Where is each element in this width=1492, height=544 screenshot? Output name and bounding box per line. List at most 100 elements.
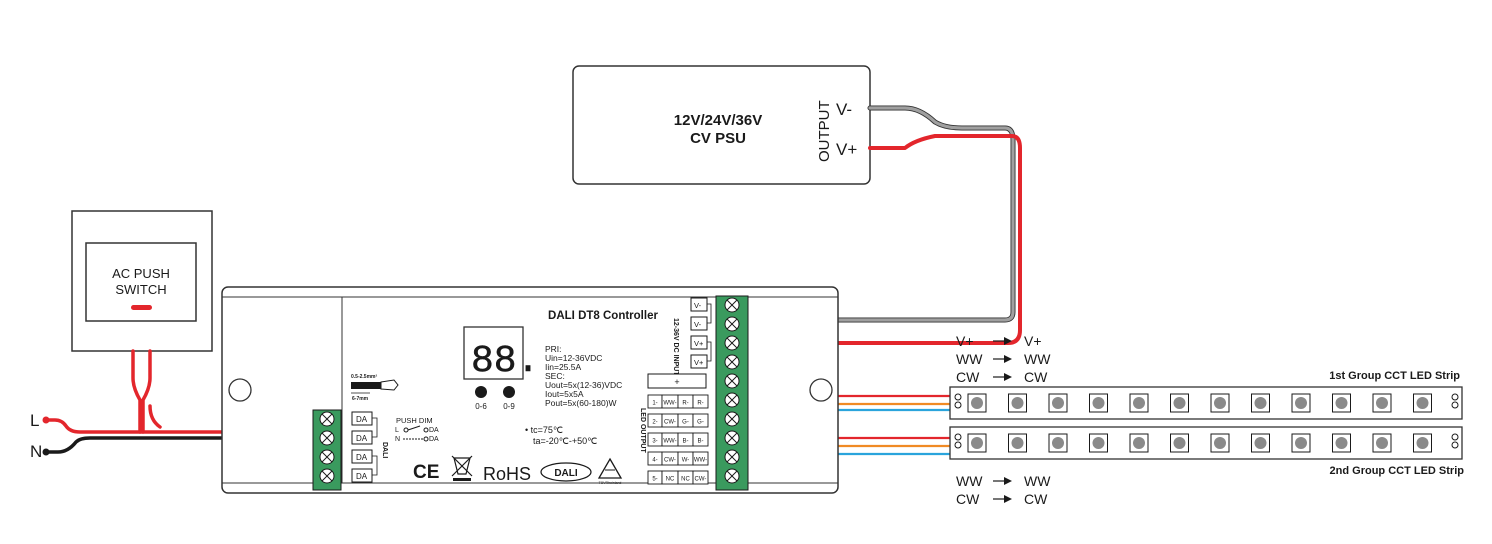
- strip1-leds: [954, 393, 1459, 413]
- psu-output-label: OUTPUT: [816, 100, 833, 162]
- map-from-label: CW: [956, 491, 980, 507]
- plus-terminal-label: [647, 373, 707, 389]
- map-from-label: WW: [956, 351, 983, 367]
- segment-display: [463, 326, 524, 380]
- ac-push-switch: AC PUSH SWITCH: [71, 210, 213, 352]
- output-cell-label: 3-: [652, 439, 657, 445]
- output-cell: [692, 394, 709, 409]
- output-cell-label: R-: [697, 401, 703, 407]
- tuv-text: TÜVRheinland: [599, 481, 622, 485]
- mains-input: L N: [30, 411, 50, 461]
- push-dim-l: L: [395, 427, 399, 434]
- dc-term-label: V-: [694, 320, 702, 329]
- strip-pad: [954, 393, 962, 401]
- output-cell-label: 2-: [652, 420, 657, 426]
- output-cell-label: 4-: [652, 458, 657, 464]
- knob-0-9[interactable]: [503, 386, 515, 398]
- led-lens: [1011, 437, 1024, 449]
- output-cell-label: R-: [682, 401, 688, 407]
- mount-slot-right: [809, 378, 833, 402]
- ce-mark: CE: [413, 462, 439, 483]
- knob-0-6[interactable]: [475, 386, 487, 398]
- spec-line: SEC:: [545, 371, 565, 381]
- led-output-table: 1-WW-R-R-2-CW-G-G-3-WW-B-B-4-CW-W-WW-5-N…: [647, 394, 709, 485]
- strip-length-label: 6-7mm: [352, 396, 369, 402]
- arrow-icon: [993, 477, 1012, 485]
- arrow-icon: [993, 337, 1012, 345]
- wire-gauge-label: 0.5-2.5mm²: [351, 374, 377, 380]
- output-cell-label: B-: [698, 439, 704, 445]
- push-dim-n: N: [395, 436, 400, 443]
- strip-pad: [1451, 401, 1459, 409]
- map-from-label: CW: [956, 369, 980, 385]
- led-strip-2: 2nd Group CCT LED Strip: [949, 426, 1465, 477]
- led-lens: [971, 397, 983, 409]
- led-lens: [971, 437, 983, 449]
- output-cell: [692, 470, 709, 485]
- spec-block: PRI: Uin=12-36VDC Iin=25.5A SEC: Uout=5x…: [545, 344, 622, 408]
- led-lens: [1254, 397, 1267, 409]
- strip2-label: 2nd Group CCT LED Strip: [1330, 465, 1465, 477]
- map-to-label: WW: [1024, 473, 1051, 489]
- dali-term-label: DA: [356, 434, 368, 443]
- push-dim-diagram: PUSH DIM L N DA DA: [395, 416, 439, 443]
- led-lens: [1092, 397, 1105, 409]
- spec-line: Uout=5x(12-36)VDC: [545, 380, 622, 390]
- spec-line: Uin=12-36VDC: [545, 353, 602, 363]
- output-cell-label: CW-: [664, 420, 676, 426]
- output-cell-label: NC: [681, 477, 690, 483]
- tuv-logo: TÜVRheinland: [597, 457, 623, 485]
- knob-0-6-label: 0-6: [475, 402, 487, 411]
- output-cell: [692, 413, 709, 428]
- mount-slot-left: [228, 378, 252, 402]
- dali-terminal-labels: DA DA DA DA DALI: [351, 411, 388, 483]
- led-lens: [1092, 437, 1105, 449]
- map-from-label: WW: [956, 473, 983, 489]
- mains-n-label: N: [30, 442, 42, 461]
- strip2-leds: [954, 433, 1459, 453]
- rohs-mark: RoHS: [483, 464, 531, 484]
- output-cell-label: 5-: [652, 477, 657, 483]
- strip-pad: [1451, 393, 1459, 401]
- spec-line: Pout=5x(60-180)W: [545, 398, 617, 408]
- led-lens: [1173, 397, 1186, 409]
- led-lens: [1295, 397, 1307, 409]
- led-lens: [1214, 437, 1226, 449]
- led-lens: [1214, 397, 1226, 409]
- output-cell-label: B-: [683, 439, 689, 445]
- wire-strip-icon: 0.5-2.5mm² 6-7mm: [351, 374, 399, 402]
- dali-logo-text: DALI: [554, 468, 578, 479]
- psu-vplus: V+: [836, 140, 857, 159]
- push-dim-da1: DA: [429, 427, 439, 434]
- output-cell-label: NC: [666, 477, 675, 483]
- strip-pad: [954, 433, 962, 441]
- spec-line: Iin=25.5A: [545, 362, 581, 372]
- output-cell: [692, 451, 709, 466]
- led-strip-1: 1st Group CCT LED Strip: [949, 370, 1463, 420]
- dali-vertical-label: DALI: [381, 442, 388, 458]
- push-dim-da2: DA: [429, 436, 439, 443]
- spec-line: Iout=5x5A: [545, 389, 584, 399]
- led-lens: [1133, 397, 1145, 409]
- dc-input-terminal-labels: V- V- V+ V+: [690, 297, 712, 369]
- mains-l-label: L: [30, 411, 39, 430]
- output-cell-label: WW-: [663, 401, 676, 407]
- output-cell-label: WW-: [694, 458, 707, 464]
- knob-0-9-label: 0-9: [503, 402, 515, 411]
- output-cell: [692, 432, 709, 447]
- controller-title: DALI DT8 Controller: [548, 310, 658, 322]
- arrow-icon: [993, 495, 1012, 503]
- led-lens: [1376, 437, 1388, 449]
- led-lens: [1416, 397, 1429, 409]
- output-cell-label: G-: [697, 420, 704, 426]
- dc-input-label: 12-36V DC INPUT: [672, 318, 679, 376]
- dc-term-label: V+: [694, 339, 704, 348]
- led-lens: [1173, 437, 1186, 449]
- output-cell-label: W-: [682, 458, 690, 464]
- led-output-label: LED OUTPUT: [639, 408, 646, 453]
- map-to-label: WW: [1024, 351, 1051, 367]
- arrow-icon: [993, 355, 1012, 363]
- power-supply: 12V/24V/36V CV PSU OUTPUT V- V+: [572, 65, 871, 185]
- weee-bin-icon: [451, 455, 473, 481]
